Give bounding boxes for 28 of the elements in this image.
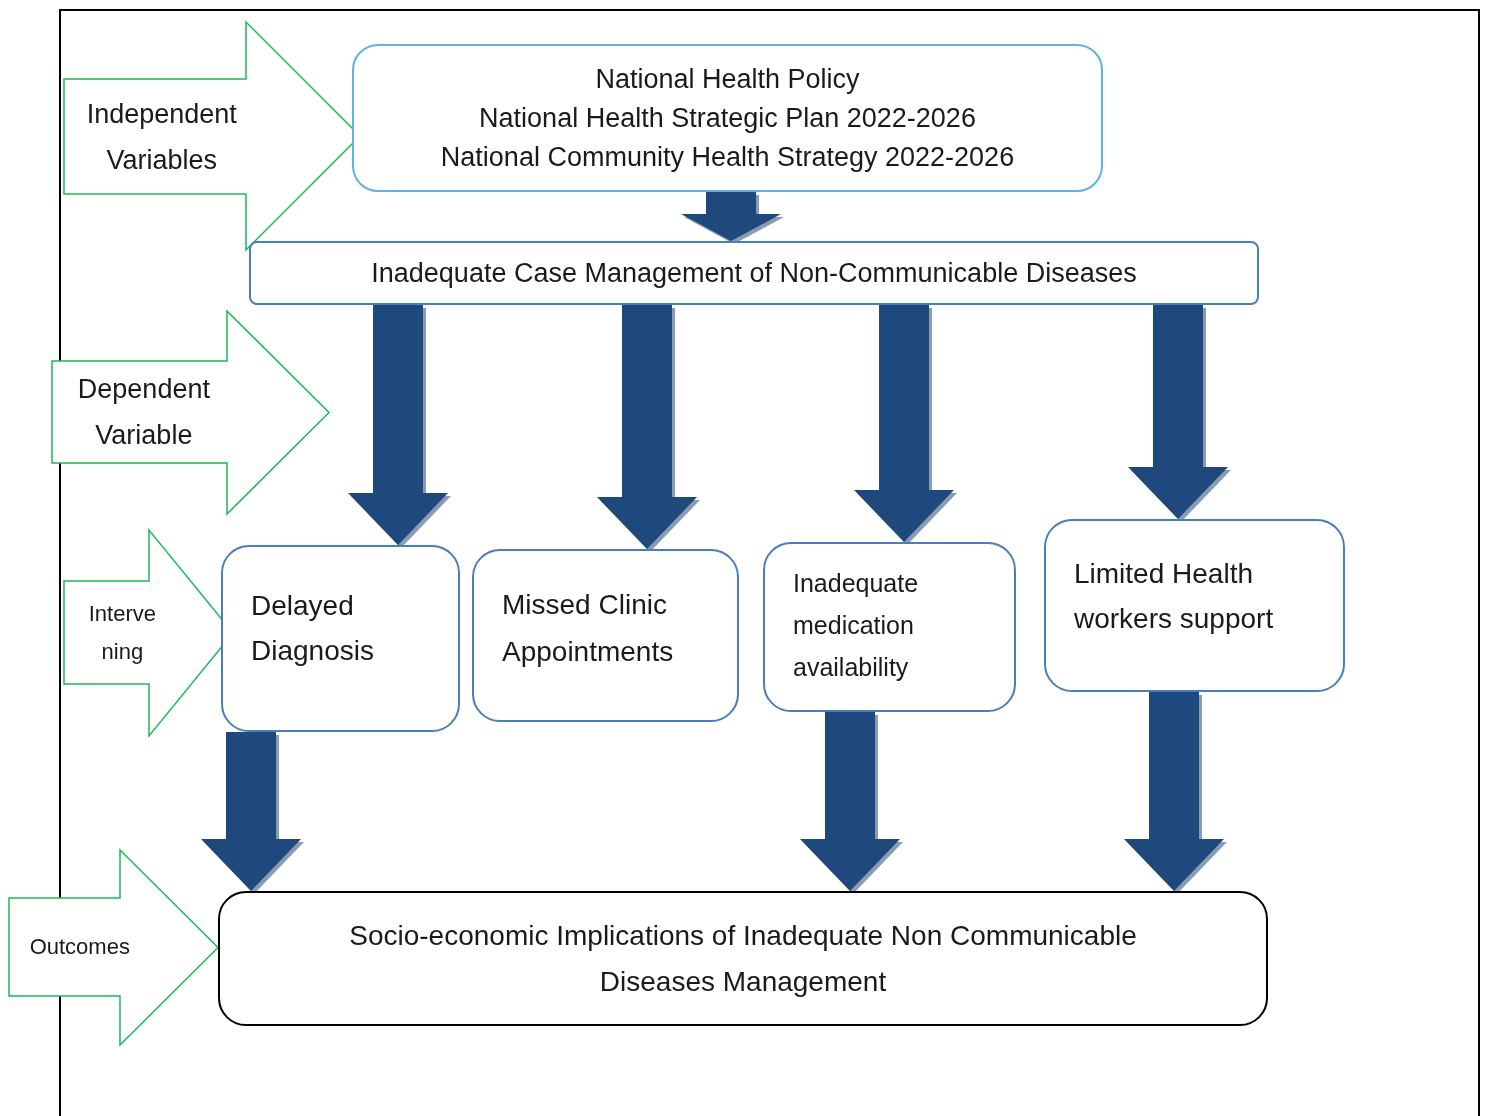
- arrow-label: Independent Variables: [85, 97, 238, 177]
- rounded-box: [472, 549, 739, 722]
- arrow-label: Outcomes: [28, 933, 131, 961]
- arrow-label: Dependent Variable: [76, 373, 211, 452]
- box-text: Inadequate Case Management of Non-Communicable Diseases: [371, 257, 1137, 290]
- box-text: National Health Policy: [595, 62, 860, 96]
- rounded-box: [1044, 519, 1345, 692]
- rounded-box: [352, 44, 1103, 192]
- arrow-label: Interve ning: [87, 599, 157, 666]
- block-arrow: [597, 305, 697, 549]
- block-arrow: [1124, 692, 1224, 891]
- block-arrow: [348, 305, 448, 545]
- block-arrow: [854, 305, 954, 542]
- rounded-box: [763, 542, 1016, 712]
- box-text: Limited Health workers support: [1074, 557, 1275, 636]
- block-arrow: [681, 192, 781, 241]
- box-text: National Community Health Strategy 2022-2026: [440, 140, 1015, 174]
- block-arrow: [1128, 305, 1228, 519]
- box-text: Socio-economic Implications of Inadequate Non Communicable Diseases Management: [348, 918, 1138, 999]
- box-text: Missed Clinic Appointments: [502, 588, 675, 669]
- rounded-box: [249, 241, 1259, 305]
- block-arrow: [800, 712, 900, 891]
- box-text: National Health Strategic Plan 2022-2026: [479, 101, 976, 135]
- rounded-box: [218, 891, 1268, 1026]
- rounded-box: [221, 545, 460, 732]
- block-arrow: [201, 732, 301, 891]
- box-text: Inadequate medication availability: [793, 568, 920, 683]
- box-text: Delayed Diagnosis: [251, 589, 375, 668]
